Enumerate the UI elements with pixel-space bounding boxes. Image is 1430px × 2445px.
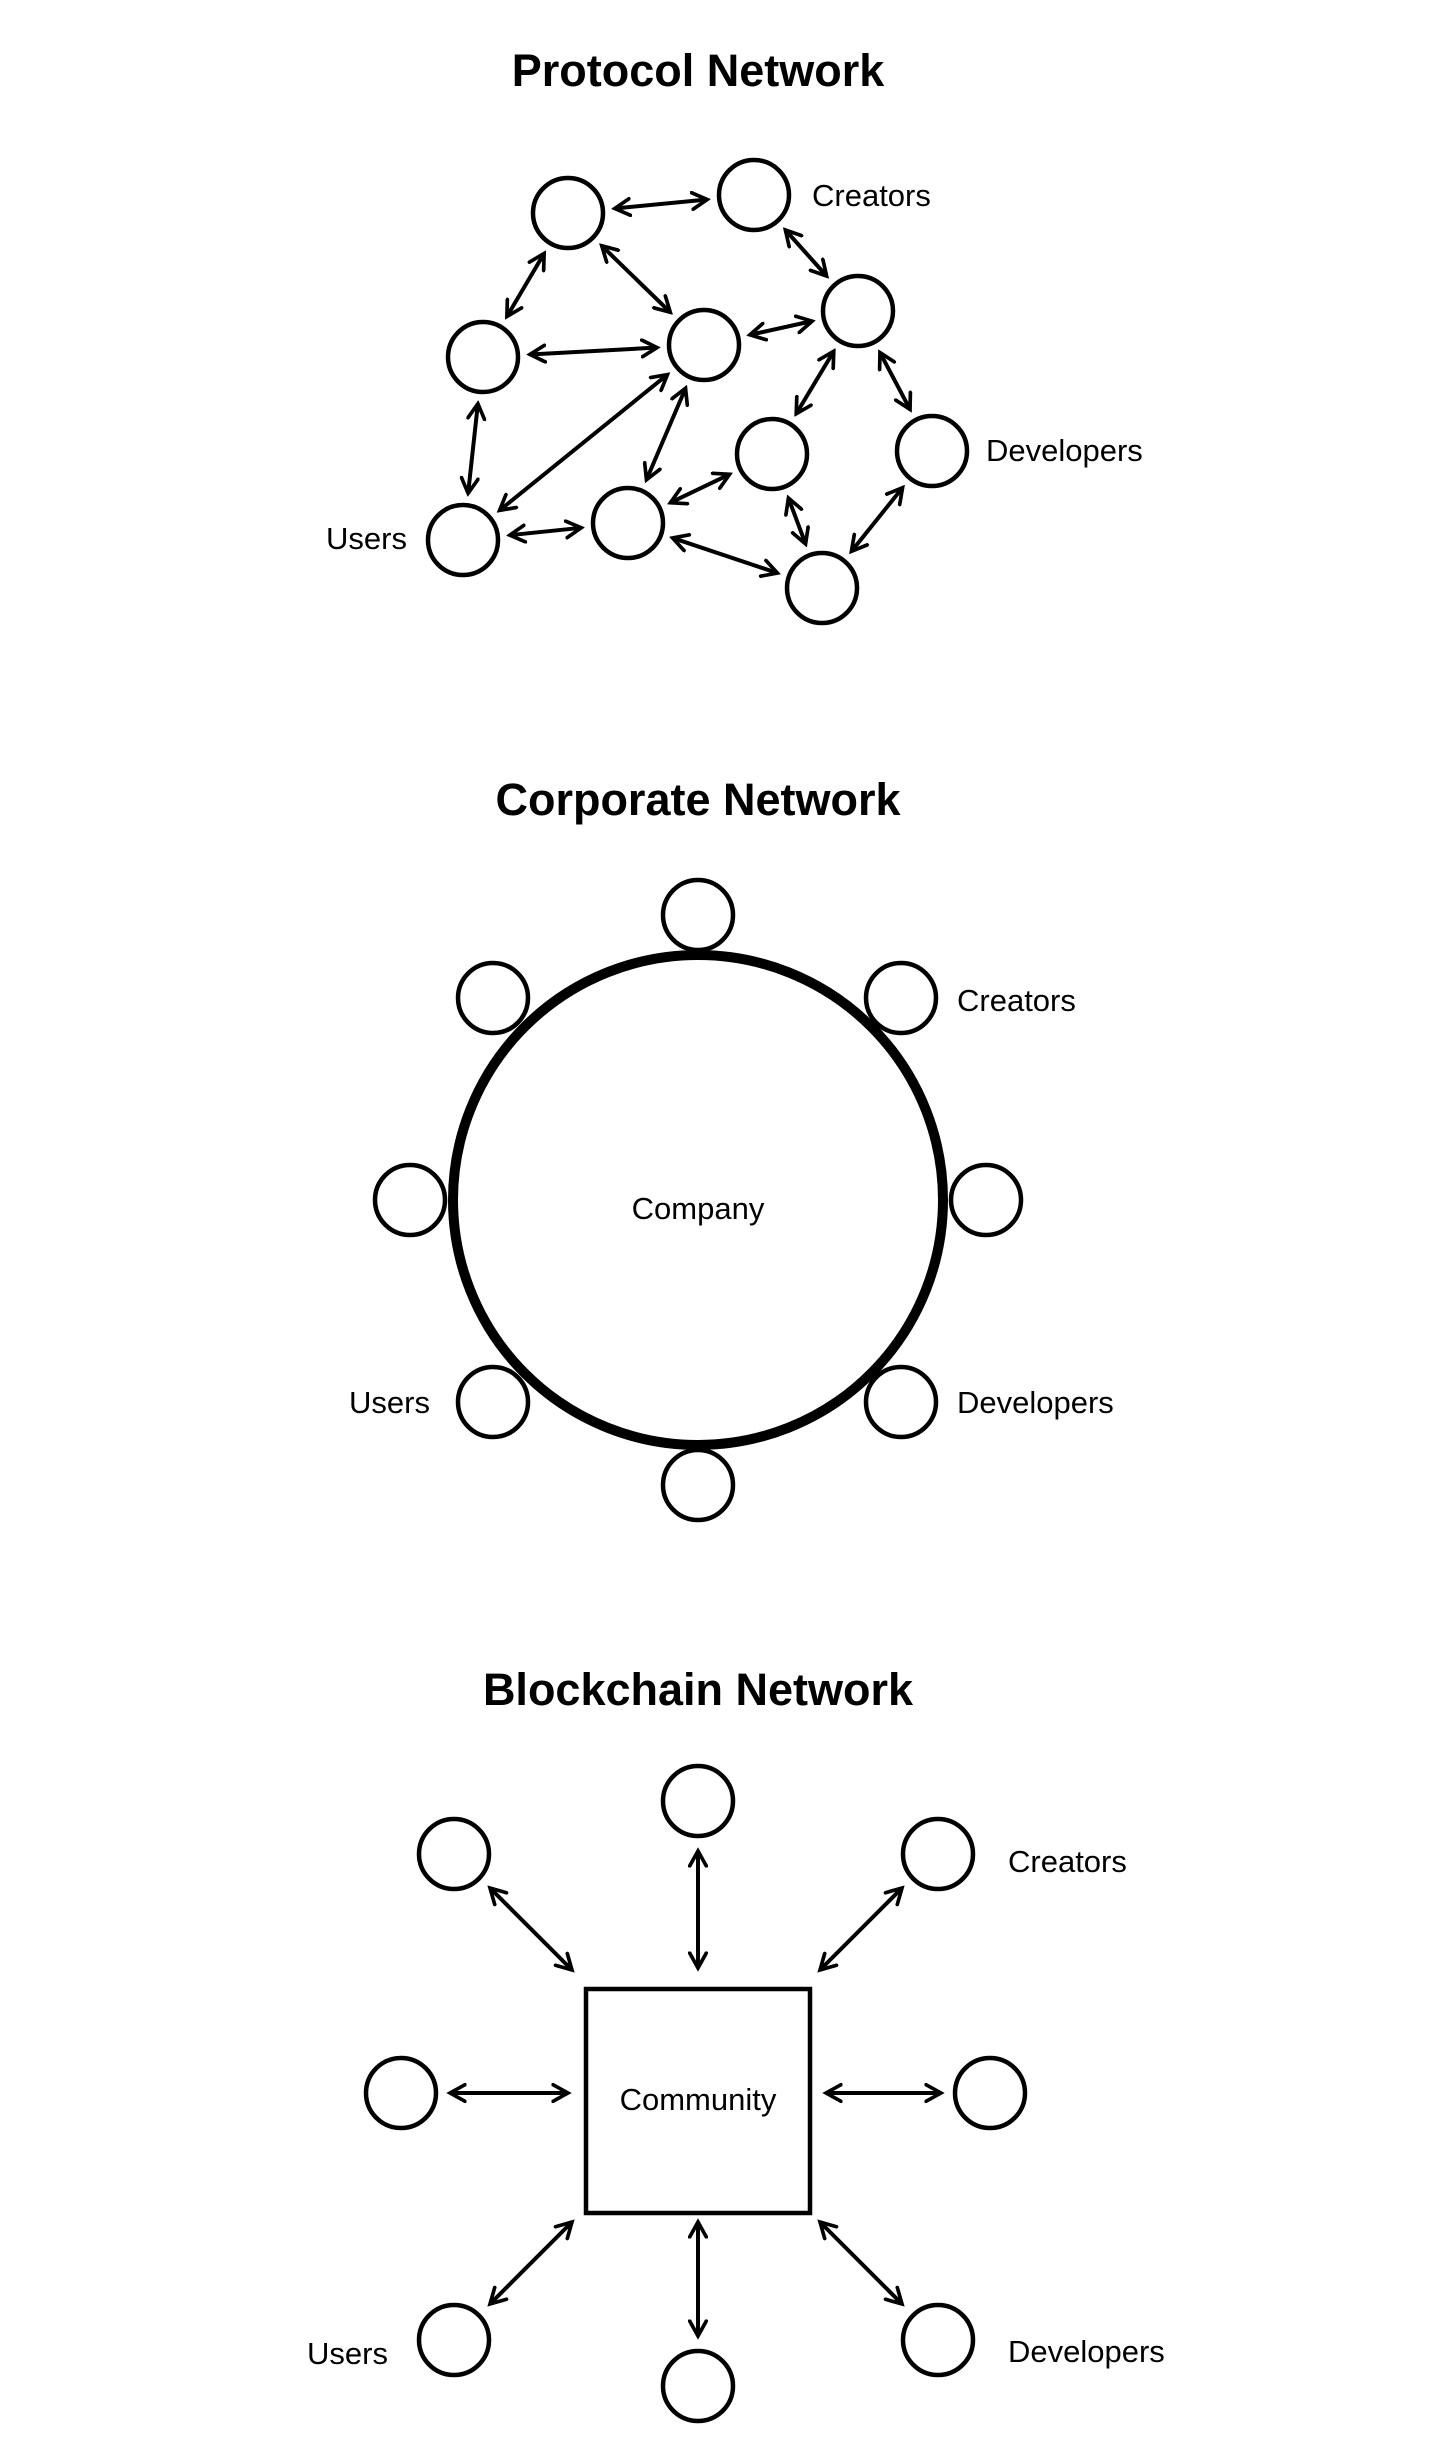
protocol-link-n6-n10 xyxy=(788,498,805,544)
corporate-network-title: Corporate Network xyxy=(495,774,901,825)
blockchain-node-8 xyxy=(660,2348,736,2424)
protocol-link-n2-n3 xyxy=(785,230,826,276)
protocol-link-n3-n7 xyxy=(880,353,910,410)
protocol-link-n9-n6 xyxy=(670,474,729,502)
corporate-node-6 xyxy=(455,1364,531,1440)
blockchain-link-2 xyxy=(490,1888,572,1970)
community-hub-box xyxy=(583,1986,813,2216)
protocol-network-diagram: Protocol Network Creators Developers Use… xyxy=(326,45,1143,626)
blockchain-network-title: Blockchain Network xyxy=(483,1664,914,1715)
protocol-label-creators: Creators xyxy=(812,178,931,213)
protocol-node-n4 xyxy=(445,319,521,395)
protocol-link-n5-n9 xyxy=(646,388,685,480)
corporate-label-creators: Creators xyxy=(957,983,1076,1018)
blockchain-node-5 xyxy=(952,2055,1028,2131)
protocol-label-developers: Developers xyxy=(986,433,1143,468)
protocol-node-n9 xyxy=(590,485,666,561)
blockchain-node-4 xyxy=(363,2055,439,2131)
protocol-network-links xyxy=(468,200,910,574)
protocol-link-n1-n5 xyxy=(602,246,671,313)
corporate-node-5 xyxy=(948,1162,1024,1238)
protocol-link-n4-n8 xyxy=(468,404,478,494)
blockchain-network-diagram: Blockchain Network Community Creators De… xyxy=(307,1664,1165,2424)
protocol-node-n6 xyxy=(734,416,810,492)
protocol-link-n1-n4 xyxy=(507,253,544,316)
protocol-link-n1-n2 xyxy=(615,200,707,209)
blockchain-link-3 xyxy=(820,1888,902,1970)
blockchain-network-nodes xyxy=(363,1763,1028,2424)
blockchain-node-1 xyxy=(660,1763,736,1839)
blockchain-node-7 xyxy=(900,2302,976,2378)
protocol-node-n8 xyxy=(425,502,501,578)
protocol-network-nodes xyxy=(425,157,970,626)
protocol-link-n5-n8 xyxy=(500,375,668,511)
blockchain-node-2 xyxy=(416,1816,492,1892)
corporate-label-developers: Developers xyxy=(957,1385,1114,1420)
community-label: Community xyxy=(620,2082,777,2117)
protocol-network-title: Protocol Network xyxy=(512,45,886,96)
corporate-node-7 xyxy=(863,1364,939,1440)
corporate-node-1 xyxy=(660,877,736,953)
protocol-link-n8-n9 xyxy=(510,528,581,535)
protocol-link-n5-n3 xyxy=(750,321,812,335)
protocol-node-n10 xyxy=(784,550,860,626)
blockchain-label-creators: Creators xyxy=(1008,1844,1127,1879)
company-ring xyxy=(448,950,948,1450)
protocol-node-n3 xyxy=(820,273,896,349)
protocol-link-n3-n6 xyxy=(796,351,834,413)
blockchain-label-developers: Developers xyxy=(1008,2334,1165,2369)
blockchain-network-links xyxy=(450,1851,941,2336)
blockchain-node-6 xyxy=(416,2302,492,2378)
protocol-link-n7-n10 xyxy=(851,488,902,552)
protocol-link-n9-n10 xyxy=(673,538,778,573)
blockchain-link-6 xyxy=(490,2222,572,2304)
corporate-node-2 xyxy=(455,960,531,1036)
protocol-label-users: Users xyxy=(326,521,407,556)
corporate-node-8 xyxy=(660,1447,736,1523)
corporate-network-nodes xyxy=(372,877,1024,1523)
protocol-link-n4-n5 xyxy=(530,348,657,355)
corporate-node-3 xyxy=(863,960,939,1036)
corporate-label-users: Users xyxy=(349,1385,430,1420)
blockchain-label-users: Users xyxy=(307,2336,388,2371)
protocol-node-n5 xyxy=(666,307,742,383)
protocol-node-n2 xyxy=(716,157,792,233)
protocol-node-n7 xyxy=(894,413,970,489)
corporate-node-4 xyxy=(372,1162,448,1238)
blockchain-link-7 xyxy=(820,2222,902,2304)
company-label: Company xyxy=(632,1191,765,1226)
blockchain-node-3 xyxy=(900,1816,976,1892)
protocol-node-n1 xyxy=(530,175,606,251)
corporate-network-diagram: Corporate Network Company Creators Devel… xyxy=(349,774,1114,1523)
